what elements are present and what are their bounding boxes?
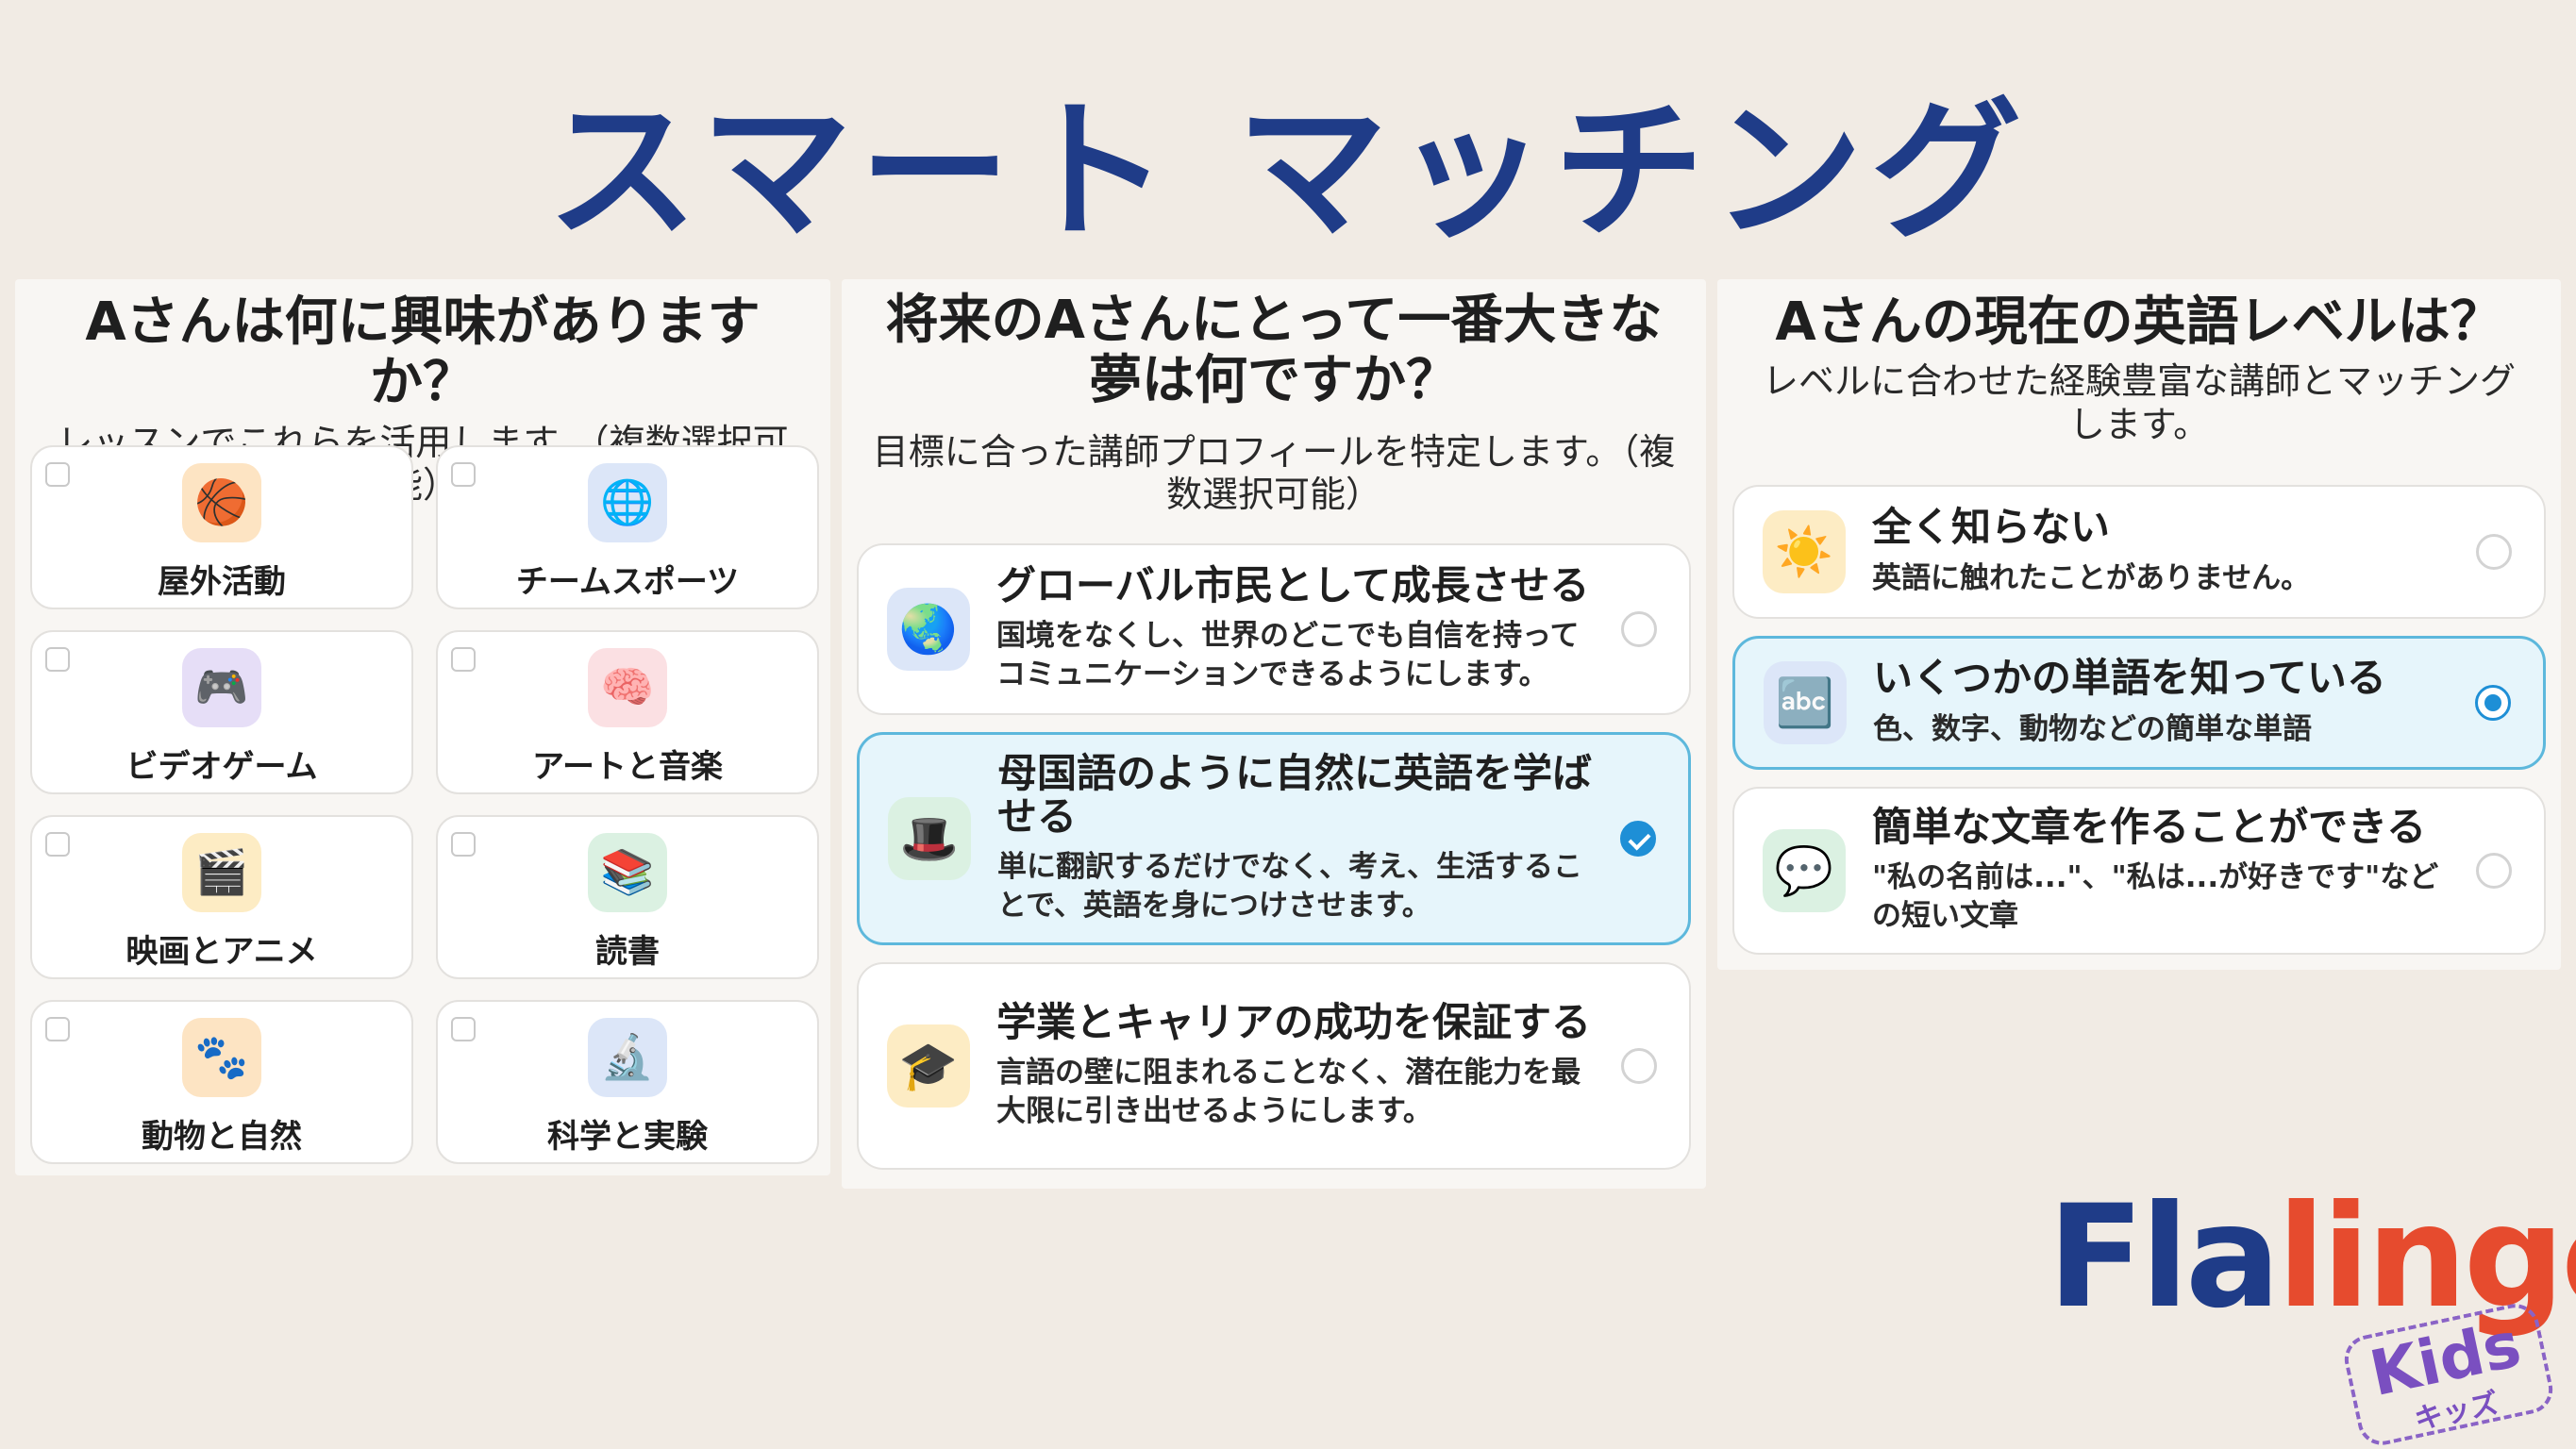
option-description: 英語に触れたことがありません。 [1872,560,2311,595]
interests-panel: Aさんは何に興味がありますか？ レッスンでこれらを活用します。（複数選択可能） … [15,279,830,1175]
interest-tile-movies-anime[interactable]: 🎬 映画とアニメ [30,815,413,979]
interest-tile-outdoor[interactable]: 🏀 屋外活動 [30,445,413,609]
interest-label: 屋外活動 [158,562,286,601]
interest-checkbox[interactable] [451,462,476,487]
interest-label: 映画とアニメ [125,932,318,971]
level-option-some-words[interactable]: 🔤 いくつかの単語を知っている 色、数字、動物などの簡単な単語 [1732,636,2546,770]
dream-option-native-english[interactable]: 🎩 母国語のように自然に英語を学ばせる 単に翻訳するだけでなく、考え、生活するこ… [857,732,1691,945]
dreams-panel: 将来のAさんにとって一番大きな夢は何ですか？ 目標に合った講師プロフィールを特定… [842,279,1706,1189]
dreams-question: 将来のAさんにとって一番大きな夢は何ですか？ [885,290,1663,412]
globe-icon: 🌐 [588,462,667,542]
graduation-cap-icon: 🎓 [887,1024,970,1108]
option-radio[interactable] [1621,611,1657,647]
brand-wordmark: Flalingo [2048,1187,2576,1328]
books-icon: 📚 [588,832,667,912]
brand-part-lingo: lingo [2277,1175,2576,1340]
option-title: 簡単な文章を作ることができる [1872,804,2427,850]
page-title: スマート マッチング [546,83,2030,259]
interest-checkbox[interactable] [45,832,70,857]
level-panel: Aさんの現在の英語レベルは？ レベルに合わせた経験豊富な講師とマッチングします。… [1717,279,2561,970]
interest-checkbox[interactable] [451,647,476,672]
level-subtitle: レベルに合わせた経験豊富な講師とマッチングします。 [1762,360,2516,445]
level-option-sentences[interactable]: 💬 簡単な文章を作ることができる "私の名前は..."、"私は...が好きです"… [1732,787,2546,955]
option-description: 国境をなくし、世界のどこでも自信を持ってコミュニケーションできるようにします。 [996,619,1580,692]
level-option-none[interactable]: ☀️ 全く知らない 英語に触れたことがありません。 [1732,485,2546,619]
option-radio-selected[interactable] [2475,685,2511,721]
top-hat-icon: 🎩 [888,797,971,880]
interest-tile-reading[interactable]: 📚 読書 [436,815,819,979]
brand-part-fla: Fla [2048,1175,2281,1340]
interest-checkbox[interactable] [45,1017,70,1041]
interest-label: 読書 [595,932,660,971]
interest-label: チームスポーツ [515,562,740,601]
microscope-icon: 🔬 [588,1017,667,1097]
option-title: グローバル市民として成長させる [996,562,1590,608]
interests-question: Aさんは何に興味がありますか？ [85,291,761,414]
option-title: 全く知らない [1872,504,2111,551]
option-description: 色、数字、動物などの簡単な単語 [1873,711,2312,746]
earth-icon: 🌏 [887,588,970,671]
interest-label: ビデオゲーム [125,747,318,786]
interest-checkbox[interactable] [451,1017,476,1041]
option-description: 単に翻訳するだけでなく、考え、生活することで、英語を身につけさせます。 [997,850,1582,924]
interest-checkbox[interactable] [45,647,70,672]
interest-label: 動物と自然 [142,1117,302,1156]
interest-tile-video-games[interactable]: 🎮 ビデオゲーム [30,630,413,794]
gamepad-icon: 🎮 [182,647,261,727]
interest-checkbox[interactable] [45,462,70,487]
interest-label: 科学と実験 [547,1117,708,1156]
interest-label: アートと音楽 [532,747,723,786]
interest-tile-animals-nature[interactable]: 🐾 動物と自然 [30,1000,413,1164]
clapperboard-icon: 🎬 [182,832,261,912]
brain-icon: 🧠 [588,647,667,727]
sun-icon: ☀️ [1763,510,1846,593]
interests-grid: 🏀 屋外活動 🌐 チームスポーツ 🎮 ビデオゲーム 🧠 アートと音楽 🎬 映画と… [30,445,819,1164]
option-radio[interactable] [2476,534,2512,570]
speech-bubble-icon: 💬 [1763,829,1846,912]
interest-tile-team-sports[interactable]: 🌐 チームスポーツ [436,445,819,609]
option-description: "私の名前は..."、"私は...が好きです"などの短い文章 [1872,860,2439,934]
basketball-icon: 🏀 [182,462,261,542]
dreams-subtitle: 目標に合った講師プロフィールを特定します。（複数選択可能） [872,430,1676,516]
option-description: 言語の壁に阻まれることなく、潜在能力を最大限に引き出せるようにします。 [996,1056,1581,1129]
option-title: いくつかの単語を知っている [1873,655,2386,702]
option-title: 母国語のように自然に英語を学ばせる [997,749,1593,841]
dream-option-global-citizen[interactable]: 🌏 グローバル市民として成長させる 国境をなくし、世界のどこでも自信を持ってコミ… [857,543,1691,715]
option-radio[interactable] [2476,853,2512,889]
paw-icon: 🐾 [182,1017,261,1097]
option-check[interactable] [1620,821,1656,857]
abc-icon: 🔤 [1764,661,1847,744]
flalingo-kids-logo: Flalingo Kids キッズ [2038,1187,2576,1449]
dream-option-academic-career[interactable]: 🎓 学業とキャリアの成功を保証する 言語の壁に阻まれることなく、潜在能力を最大限… [857,962,1691,1170]
interest-checkbox[interactable] [451,832,476,857]
interest-tile-art-music[interactable]: 🧠 アートと音楽 [436,630,819,794]
option-title: 学業とキャリアの成功を保証する [996,999,1592,1045]
interest-tile-science[interactable]: 🔬 科学と実験 [436,1000,819,1164]
level-question: Aさんの現在の英語レベルは？ [1775,291,2503,353]
option-radio[interactable] [1621,1048,1657,1084]
